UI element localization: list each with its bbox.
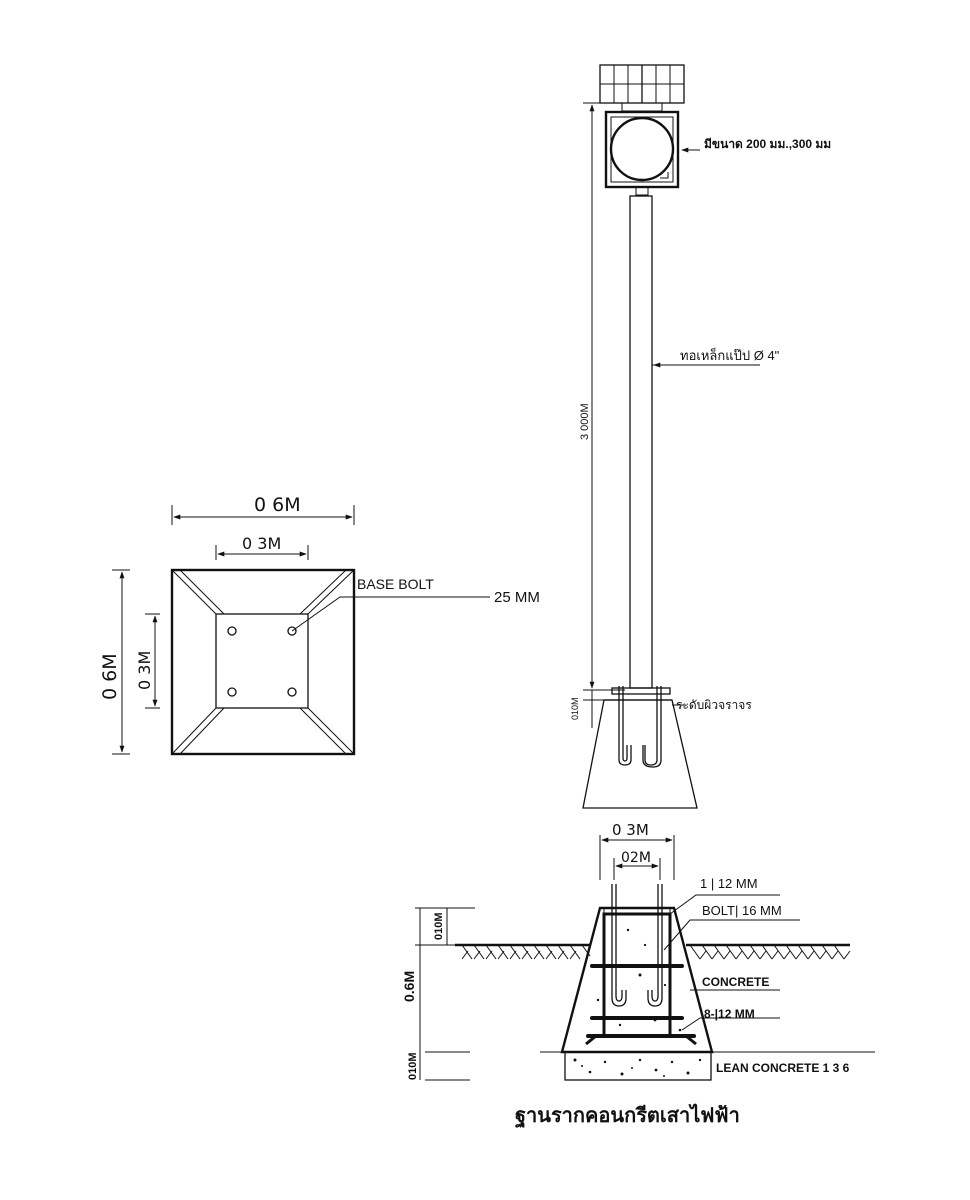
ground-level-label: ระดับผิวจราจร	[676, 698, 752, 712]
main-bar-label: 8-|12 MM	[704, 1007, 755, 1021]
footing-elevation	[582, 699, 698, 809]
lamp-size-label: มีขนาด 200 มม.,300 มม	[704, 137, 831, 151]
section-bottom-dim-label: 010M	[407, 1052, 419, 1080]
plan-outer-width-label: 0 6M	[254, 494, 301, 516]
rebar-cage	[585, 912, 697, 1046]
solar-panel	[599, 64, 685, 112]
plan-view: BASE BOLT 25 MM 0 6M 0 3M 0 6M 0 3M	[99, 494, 540, 756]
plan-outer-square	[170, 568, 356, 756]
plan-bolt-holes	[227, 626, 297, 697]
plan-bolt-leader	[291, 596, 490, 632]
pole-shaft	[629, 195, 653, 689]
lean-concrete-label: LEAN CONCRETE 1 3 6	[716, 1061, 850, 1075]
section-inner-width-label: 02M	[621, 850, 651, 866]
foundation-section: 0 3M 02M	[401, 821, 875, 1129]
height-label: 3 000M	[579, 403, 591, 440]
plan-inner-height-label: 0 3M	[135, 651, 154, 690]
bolt-label: BOLT| 16 MM	[702, 903, 782, 918]
stirrup-label: 1 | 12 MM	[700, 876, 758, 891]
plan-outer-height-label: 0 6M	[99, 653, 121, 700]
stirrup-leader	[669, 894, 780, 915]
plan-inner-width-label: 0 3M	[242, 534, 281, 553]
section-anchor-bolts	[611, 884, 663, 1007]
drawing-caption: ฐานรากคอนกรีตเสาไฟฟ้า	[515, 1103, 740, 1129]
bolt-leader	[663, 919, 800, 951]
main-bar-leader	[681, 1017, 780, 1031]
pole-elevation: มีขนาด 200 มม.,300 มม ทอเหล็กแป๊ป Ø 4" 3…	[570, 64, 831, 809]
ground-hatching	[455, 943, 851, 960]
lean-concrete-specks	[573, 1058, 702, 1077]
anchor-bolts	[618, 686, 662, 768]
concrete-specks	[596, 928, 682, 1032]
plan-bolt-size-label: 25 MM	[494, 589, 540, 606]
lean-concrete	[564, 1051, 712, 1081]
pole-label: ทอเหล็กแป๊ป Ø 4"	[680, 346, 780, 363]
concrete-label: CONCRETE	[702, 975, 769, 989]
section-depth-label: 0.6M	[401, 971, 417, 1002]
top-offset-label: 010M	[570, 697, 580, 720]
base-plate	[611, 687, 671, 695]
section-footing	[560, 906, 714, 1054]
section-top-dim-label: 010M	[433, 912, 445, 940]
plan-chamfer-lines	[171, 569, 355, 755]
plan-bolt-label: BASE BOLT	[357, 576, 434, 592]
plan-inner-square	[215, 613, 309, 709]
signal-lamp	[604, 110, 680, 196]
section-outer-width-label: 0 3M	[612, 821, 649, 839]
